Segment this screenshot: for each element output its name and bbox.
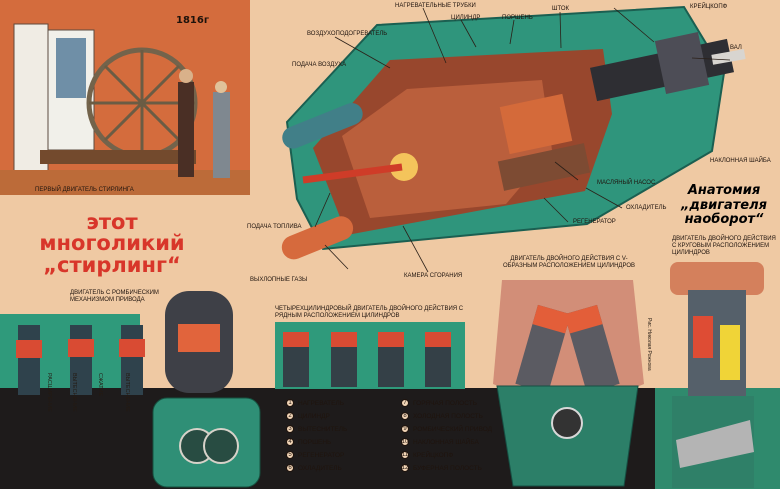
leader-lines	[314, 7, 731, 273]
headline-line-2: многоликий	[39, 231, 185, 256]
caption-radial: ДВИГАТЕЛЬ ДВОЙНОГО ДЕЙСТВИЯ С КРУГОВЫМ Р…	[672, 236, 776, 256]
phase-label-4: ВЫТЕСНЕНИЕ	[124, 373, 130, 412]
rhombic-hot-space	[178, 324, 220, 352]
lower-dark-band	[0, 388, 780, 489]
label-crosshead: КРЕЙЦКОПФ	[690, 4, 728, 10]
small-engines-left	[16, 325, 145, 395]
label-swash-plate: НАКЛОННАЯ ШАЙБА	[710, 158, 771, 164]
four-cylinder-row	[283, 332, 451, 387]
v-engine-heat-right	[564, 304, 603, 334]
headline: этот многоликий „стирлинг“	[33, 210, 191, 277]
author-credit: Рис. Николая Рожнова	[646, 318, 652, 371]
caption-rhombic: ДВИГАТЕЛЬ С РОМБИЧЕСКИМ МЕХАНИЗМОМ ПРИВО…	[70, 290, 159, 303]
year-label: 1816г	[176, 15, 210, 26]
caption-v-engine: ДВИГАТЕЛЬ ДВОЙНОГО ДЕЙСТВИЯ С V-ОБРАЗНЫМ…	[502, 256, 636, 269]
label-combustion: КАМЕРА СГОРАНИЯ	[404, 273, 463, 279]
exhaust-pipe	[281, 216, 354, 260]
label-exhaust: ВЫХЛОПНЫЕ ГАЗЫ	[250, 277, 308, 283]
cooler-block	[497, 143, 591, 191]
engine-base	[40, 150, 196, 164]
furnace-tower	[13, 23, 49, 173]
radial-swash	[676, 420, 754, 468]
headline-line-1: этот	[86, 210, 138, 234]
label-shaft: ВАЛ	[730, 45, 742, 51]
anatomy-title-line-2: „двигателя	[681, 197, 767, 213]
anatomy-title-line-1: Анатомия	[687, 183, 761, 198]
fuel-line	[302, 163, 403, 184]
combustion-flame	[390, 153, 418, 181]
label-air-supply: ПОДАЧА ВОЗДУХА	[292, 62, 347, 68]
headline-line-3: „стирлинг“	[43, 252, 181, 277]
engine-cylinder-core	[56, 38, 86, 98]
v-engine-crank	[551, 407, 583, 439]
label-oil-pump: МАСЛЯНЫЙ НАСОС	[597, 180, 656, 186]
anatomy-title-line-3: наоборот“	[684, 212, 764, 228]
air-pipe	[282, 103, 363, 149]
label-regenerator: РЕГЕНЕРАТОР	[573, 219, 616, 225]
anatomy-title: Анатомия „двигателя наоборот“	[670, 183, 778, 228]
label-rod: ШТОК	[552, 6, 570, 12]
piston-block	[499, 93, 573, 155]
v-engine-heat-left	[532, 304, 571, 334]
first-engine-caption: ПЕРВЫЙ ДВИГАТЕЛЬ СТИРЛИНГА	[35, 187, 134, 193]
label-piston: ПОРШЕНЬ	[502, 15, 533, 21]
phase-label-2: ВЫТЕСНЕНИЕ	[71, 373, 77, 412]
label-cylinder: ЦИЛИНДР	[451, 15, 481, 21]
radial-yellow-cylinder	[720, 325, 740, 380]
person-1-head	[179, 69, 193, 83]
label-fuel-supply: ПОДАЧА ТОПЛИВА	[247, 224, 302, 230]
heater-section	[342, 80, 552, 218]
flywheel-spokes	[89, 50, 195, 156]
caption-four-cylinder: ЧЕТЫРЕХЦИЛИНДРОВЫЙ ДВИГАТЕЛЬ ДВОЙНОГО ДЕ…	[275, 306, 464, 319]
radial-red-cylinder	[693, 316, 713, 358]
label-air-heater: ВОЗДУХОПОДОГРЕВАТЕЛЬ	[307, 31, 388, 37]
phase-label-1: РАСШИРЕНИЕ	[46, 373, 52, 412]
shaft-end	[711, 49, 746, 65]
person-2	[213, 92, 230, 178]
phase-label-3: СЖАТИЕ	[97, 373, 103, 397]
person-1	[178, 82, 194, 177]
label-cooler: ОХЛАДИТЕЛЬ	[626, 205, 667, 211]
person-2-head	[215, 81, 227, 93]
radial-engine-top	[670, 262, 764, 295]
crosshead-body	[654, 32, 710, 94]
floor	[0, 170, 250, 195]
label-heater-tubes: НАГРЕВАТЕЛЬНЫЕ ТРУБКИ	[395, 3, 476, 9]
rhombic-gear-right	[203, 428, 239, 464]
